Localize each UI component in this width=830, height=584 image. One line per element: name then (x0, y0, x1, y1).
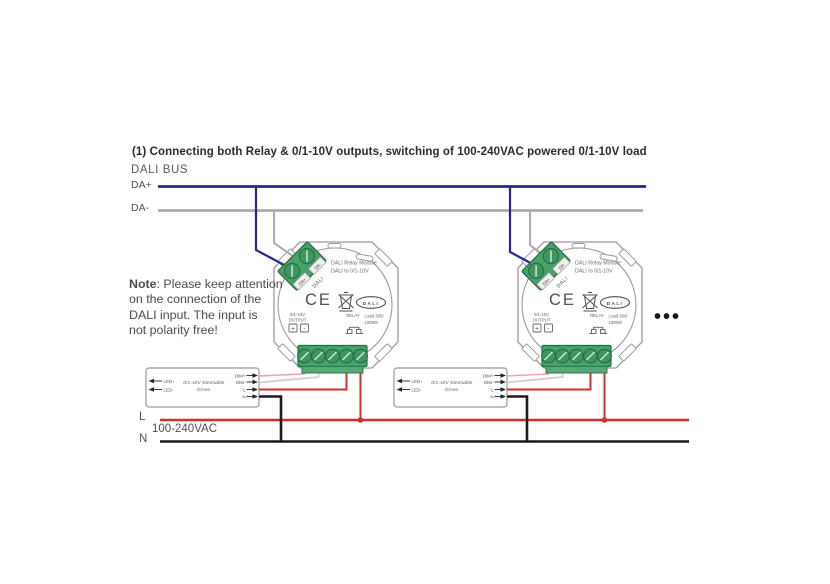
junction-dot (357, 417, 364, 423)
relay-bar (349, 326, 360, 330)
output-terminal-block-1 (297, 344, 368, 374)
driver-l-label: L (243, 387, 246, 392)
note-line-4: not polarity free! (129, 322, 218, 337)
output-plus-sign: + (291, 326, 295, 333)
screw-slot (327, 351, 338, 361)
top-capsule (355, 253, 374, 262)
dali-logo: DALI (355, 296, 387, 309)
driver-name-line2: Driver (197, 387, 211, 392)
dali-input-terminal-1: DA+ DA- DALI (277, 241, 327, 291)
relay-group: RELAY Load 300/ 1000W (345, 313, 385, 334)
driver-neutral-wire-2 (507, 395, 529, 442)
output-plus-box (288, 323, 298, 333)
led-minus-label: LED- (164, 387, 175, 392)
output-label-line2: OUTPUT (289, 318, 307, 323)
driver-1: 0/1-10V Dimmable Driver LED+ LED- DIM+ D… (145, 367, 260, 408)
screw-slot (306, 250, 308, 262)
da-plus-drop-wire-2 (508, 186, 539, 268)
load-line1: Load 300/ (365, 314, 385, 319)
da-minus-bus-label: DA- (131, 202, 150, 214)
screw-slot (355, 351, 366, 361)
relay-label: RELAY (346, 313, 360, 318)
dali-da-minus-label: DA- (313, 261, 322, 270)
load-line2: 1000W (365, 320, 380, 325)
tab-shape (374, 248, 393, 267)
more-modules-ellipsis: ••• (654, 306, 682, 328)
terminal-tag (307, 256, 327, 275)
dali-logo-text: DALI (363, 301, 379, 307)
screw-slot (313, 351, 324, 361)
driver-led-plus-terminal: LED+ (148, 378, 176, 384)
terminal-tag (292, 271, 311, 291)
da-plus-bus-label: DA+ (131, 179, 152, 191)
driver-neutral-terminal: N (242, 394, 258, 399)
screw-slot (291, 265, 293, 277)
driver-2 (393, 367, 508, 408)
mains-voltage-label: 100-240VAC (152, 423, 217, 435)
tab-shape (374, 343, 393, 362)
driver-live-terminal: L (243, 387, 258, 392)
arrow-left-icon (148, 378, 154, 384)
note-line-2: on the connection of the (129, 292, 262, 307)
output-minus-sign: - (303, 325, 305, 332)
driver-dim-minus-terminal: DIM- (236, 379, 258, 385)
driver-box (145, 367, 260, 408)
driver-neutral-wire-1 (259, 395, 283, 442)
driver-dim-plus-terminal: DIM+ (235, 373, 258, 378)
note-line-3: DALI input. The input is (129, 307, 258, 322)
weee-icon (338, 292, 354, 312)
relay-contact-icon (345, 326, 363, 334)
module-name-line1: DALI Relay Module (331, 261, 377, 267)
arrow-right-icon (252, 387, 258, 392)
arrow-left-icon (148, 387, 154, 392)
top-slot (327, 243, 342, 249)
arrow-right-icon (252, 394, 258, 399)
output-terminal-block-2 (540, 344, 613, 374)
screw-slot (299, 351, 310, 361)
dim-plus-label: DIM+ (235, 373, 246, 378)
corner-tab-sw (277, 343, 296, 362)
driver-led-minus-terminal: LED- (148, 387, 175, 392)
dali-bus-heading: DALI BUS (131, 164, 189, 176)
led-plus-label: LED+ (164, 379, 176, 384)
da-minus-drop-wire-1 (273, 210, 301, 262)
module-name-line2: DALI to 0/1-10V (331, 269, 369, 275)
dim-minus-label: DIM- (236, 380, 246, 385)
diagram-title: (1) Connecting both Relay & 0/1-10V outp… (132, 146, 647, 158)
junction-dot (601, 417, 608, 423)
neutral-bus-label: N (139, 433, 148, 445)
weee-bin (340, 295, 352, 309)
dim-output-group: 0/1-10V OUTPUT + - (288, 312, 309, 333)
live-bus-label: L (139, 411, 146, 423)
note-block: Note: Please keep attention on the conne… (129, 277, 283, 338)
screw-slot (341, 351, 352, 361)
ce-mark: CE (305, 291, 332, 309)
output-label-line1: 0/1-10V (290, 312, 305, 317)
terminal-lip (301, 366, 364, 374)
note-line-1-text: : Please keep attention (156, 277, 283, 291)
driver-n-label: N (242, 394, 245, 399)
note-label: Note (129, 277, 157, 291)
driver-name-line1: 0/1-10V Dimmable (183, 380, 224, 385)
tab-shape (277, 343, 296, 362)
weee-cross (338, 294, 354, 309)
da-plus-drop-wire-1 (254, 186, 289, 268)
note-line-1: Note: Please keep attention (129, 277, 283, 292)
corner-tab-se (374, 343, 393, 362)
output-minus-box (300, 323, 309, 333)
dali-da-plus-label: DA+ (297, 277, 307, 287)
arrow-right-icon (252, 379, 258, 385)
arrow-right-icon (252, 373, 258, 378)
corner-tab-ne (374, 248, 393, 267)
dali-logo-oval (355, 296, 387, 309)
